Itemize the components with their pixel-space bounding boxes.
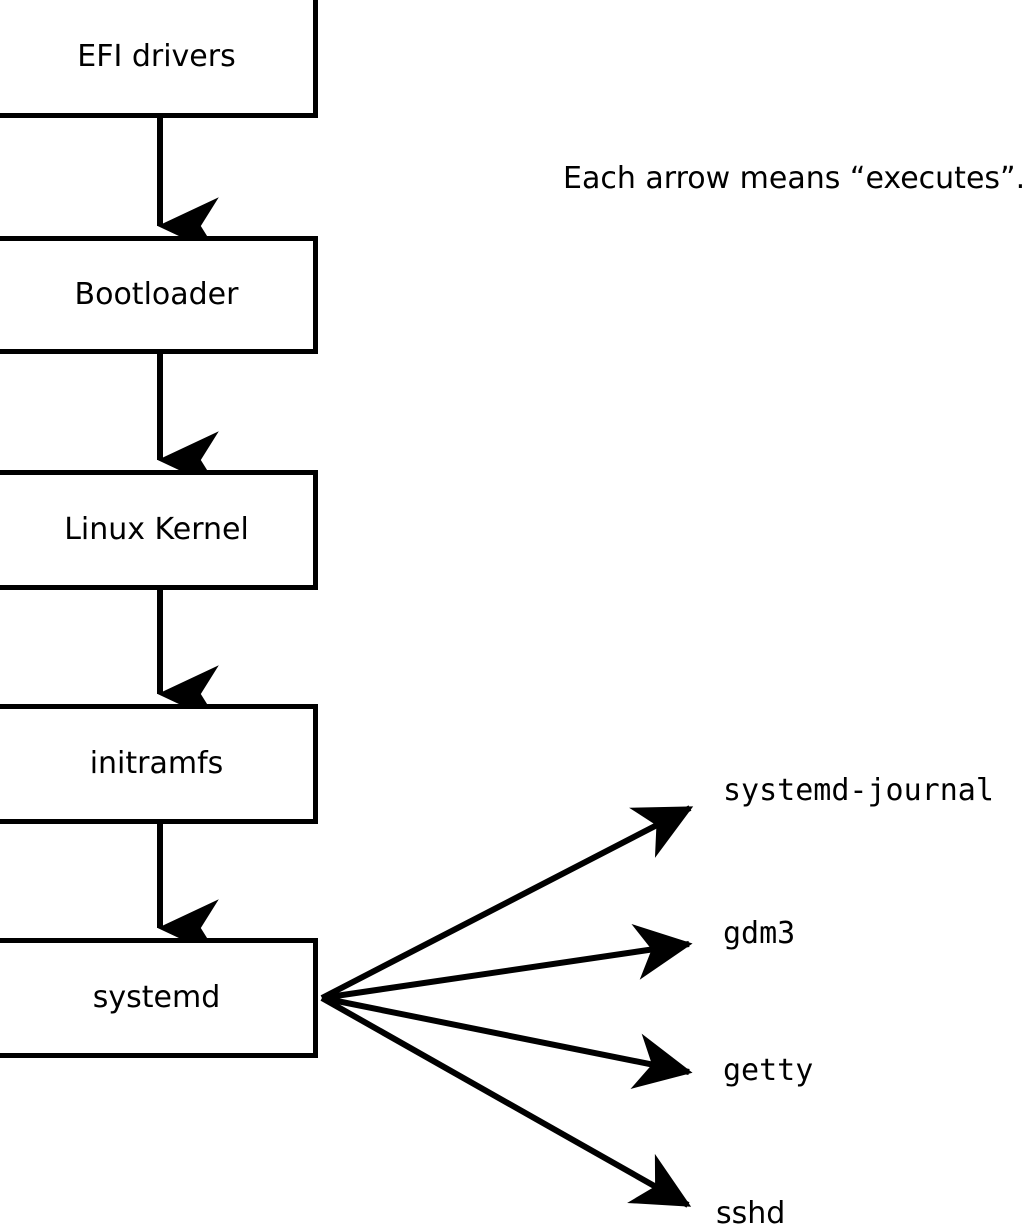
- fanout-arrow-gdm3: [321, 923, 693, 1001]
- stage-box-efi-drivers[interactable]: EFI drivers: [0, 0, 318, 118]
- fanout-arrow-systemd-journal: [320, 805, 694, 1001]
- fanout-arrow-sshd: [320, 995, 692, 1208]
- service-label-getty: getty: [723, 1053, 814, 1088]
- service-label-sshd: sshd: [716, 1196, 786, 1230]
- stage-box-systemd[interactable]: systemd: [0, 938, 318, 1058]
- stage-box-linux-kernel[interactable]: Linux Kernel: [0, 470, 318, 590]
- stage-label-systemd: systemd: [92, 980, 221, 1015]
- stage-label-linux-kernel: Linux Kernel: [64, 512, 249, 547]
- stage-label-bootloader: Bootloader: [74, 277, 239, 312]
- fanout-arrow-getty: [321, 995, 693, 1089]
- stage-box-bootloader[interactable]: Bootloader: [0, 236, 318, 354]
- service-label-systemd-journal: systemd-journal: [723, 773, 994, 808]
- stage-label-initramfs: initramfs: [89, 746, 224, 781]
- stage-label-efi-drivers: EFI drivers: [77, 38, 236, 74]
- stage-box-initramfs[interactable]: initramfs: [0, 704, 318, 824]
- service-label-gdm3: gdm3: [723, 916, 796, 951]
- legend-note: Each arrow means “executes”.: [563, 161, 1023, 196]
